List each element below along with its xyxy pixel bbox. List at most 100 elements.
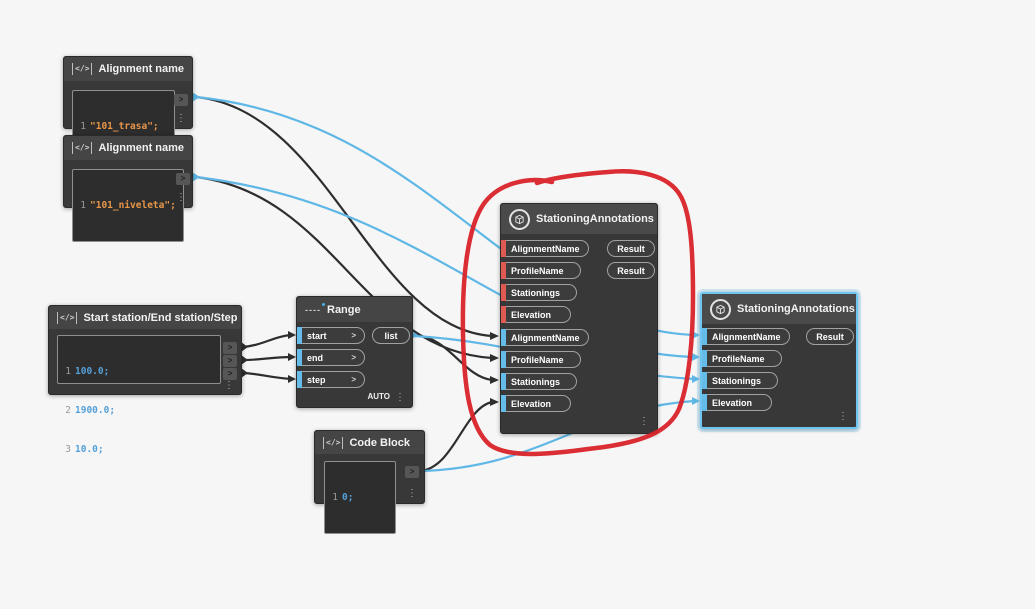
output-port[interactable]: > [405, 466, 419, 478]
output-arrow [192, 92, 200, 102]
node-alignment-name-2[interactable]: </> Alignment name 1 "101_niveleta"; > ⋮ [63, 135, 193, 242]
node-stationing-annotations-right[interactable]: StationingAnnotations AlignmentName Prof… [700, 292, 858, 429]
output-port-result-2[interactable]: Result [607, 262, 655, 279]
output-port-result-1[interactable]: Result [607, 240, 655, 257]
code-editor[interactable]: 1 0; [324, 461, 396, 534]
input-port-alignmentname-2[interactable]: AlignmentName [501, 329, 589, 346]
port-label: end [307, 352, 324, 363]
input-port-stationings[interactable]: Stationings [702, 372, 778, 389]
input-port-step[interactable]: step > [297, 371, 365, 388]
line-number: 1 [65, 366, 71, 377]
input-port-elevation[interactable]: Elevation [702, 394, 772, 411]
port-label: step [307, 374, 326, 385]
output-arrow [241, 355, 248, 365]
port-label: AlignmentName [511, 332, 580, 343]
port-label: Elevation [511, 398, 552, 409]
input-arrow [692, 331, 700, 339]
line-number: 1 [80, 200, 86, 211]
node-header[interactable]: ---- Range [297, 297, 412, 322]
port-label: ProfileName [511, 265, 564, 276]
ellipsis-icon[interactable]: ⋮ [395, 392, 405, 403]
input-port-alignmentname-1[interactable]: AlignmentName [501, 240, 589, 257]
node-header[interactable]: </> Start station/End station/Step [49, 306, 241, 329]
ellipsis-icon[interactable]: ⋮ [838, 411, 848, 422]
output-port-result[interactable]: Result [806, 328, 854, 345]
port-label: Result [816, 331, 844, 342]
output-port[interactable]: > [176, 173, 190, 185]
input-arrow [490, 398, 499, 406]
input-arrow [288, 353, 296, 361]
input-arrow [692, 353, 700, 361]
input-port-profilename[interactable]: ProfileName [702, 350, 782, 367]
custom-node-icon [710, 298, 731, 320]
input-port-profilename-1[interactable]: ProfileName [501, 262, 581, 279]
port-label: Stationings [511, 376, 560, 387]
chevron-icon: > [227, 356, 233, 365]
output-port[interactable]: > [174, 94, 188, 106]
ellipsis-icon[interactable]: ⋮ [176, 192, 186, 203]
ellipsis-icon[interactable]: ⋮ [639, 416, 649, 427]
code-text: 100.0; [75, 366, 110, 377]
node-title: Start station/End station/Step [83, 311, 238, 324]
output-port-3[interactable]: > [223, 368, 237, 380]
node-title: Code Block [349, 436, 410, 449]
output-arrow [192, 172, 200, 182]
port-label: Elevation [511, 309, 552, 320]
node-alignment-name-1[interactable]: </> Alignment name 1"101_trasa"; > ⋮ [63, 56, 193, 163]
node-header[interactable]: </> Alignment name [64, 57, 192, 81]
output-arrow [241, 368, 248, 378]
input-arrow [490, 354, 499, 362]
code-block-icon: </> [57, 311, 78, 324]
chevron-icon: > [351, 331, 356, 340]
node-title: Range [327, 303, 361, 316]
port-label: Elevation [712, 397, 753, 408]
input-port-profilename-2[interactable]: ProfileName [501, 351, 581, 368]
input-port-alignmentname[interactable]: AlignmentName [702, 328, 790, 345]
ellipsis-icon[interactable]: ⋮ [407, 488, 417, 499]
code-block-icon: </> [72, 63, 93, 75]
input-arrow [490, 376, 499, 384]
code-text: 1900.0; [75, 405, 116, 416]
node-header[interactable]: </> Alignment name [64, 136, 192, 160]
input-port-stationings-2[interactable]: Stationings [501, 373, 577, 390]
input-port-elevation-2[interactable]: Elevation [501, 395, 571, 412]
lacing-label[interactable]: AUTO [367, 392, 390, 401]
wire-ses3-to-step [242, 371, 293, 381]
port-label: Result [617, 265, 645, 276]
node-title: Alignment name [98, 63, 185, 75]
wire-ses2-to-end [242, 355, 293, 362]
input-arrow [692, 375, 700, 383]
node-stationing-annotations-center[interactable]: StationingAnnotations AlignmentName Prof… [500, 203, 658, 434]
code-text: 0; [342, 492, 354, 503]
output-port-list[interactable]: list [372, 327, 410, 344]
ellipsis-icon[interactable]: ⋮ [176, 113, 186, 124]
custom-node-icon [509, 208, 530, 230]
output-port-2[interactable]: > [223, 355, 237, 367]
node-range[interactable]: ---- Range start > end > step > list AUT… [296, 296, 413, 408]
node-code-block[interactable]: </> Code Block 1 0; > ⋮ [314, 430, 425, 534]
node-start-end-step[interactable]: </> Start station/End station/Step 1 100.… [48, 305, 242, 455]
node-title: StationingAnnotations [536, 213, 654, 225]
code-editor[interactable]: 1 "101_niveleta"; [72, 169, 184, 242]
wire-ses1-to-start [242, 333, 293, 349]
chevron-icon: > [351, 353, 356, 362]
port-label: AlignmentName [511, 243, 580, 254]
port-label: Stationings [712, 375, 761, 386]
node-title: Alignment name [98, 142, 185, 154]
output-port-1[interactable]: > [223, 342, 237, 354]
code-text: "101_trasa"; [90, 121, 159, 132]
node-header[interactable]: StationingAnnotations [702, 294, 856, 324]
node-header[interactable]: </> Code Block [315, 431, 424, 454]
code-text: "101_niveleta"; [90, 200, 176, 211]
chevron-icon: > [178, 95, 184, 104]
port-label: list [384, 330, 398, 341]
node-header[interactable]: StationingAnnotations [501, 204, 657, 234]
input-port-end[interactable]: end > [297, 349, 365, 366]
chevron-icon: > [227, 369, 233, 378]
input-port-stationings-1[interactable]: Stationings [501, 284, 577, 301]
input-port-start[interactable]: start > [297, 327, 365, 344]
ellipsis-icon[interactable]: ⋮ [224, 380, 234, 391]
line-number: 1 [332, 492, 338, 503]
input-port-elevation-1[interactable]: Elevation [501, 306, 571, 323]
